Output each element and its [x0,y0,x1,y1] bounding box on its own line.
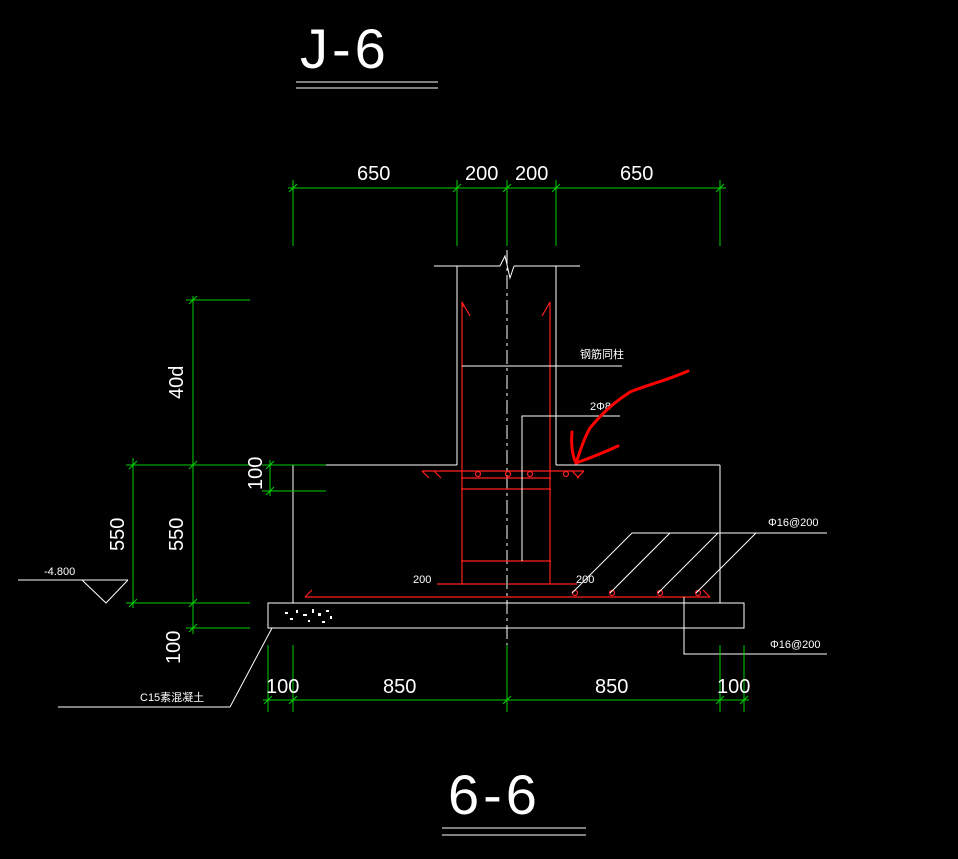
leader-rebar-bottom [683,597,827,655]
top-dim-650-left: 650 [357,163,390,185]
top-dim-200-right: 200 [515,163,548,185]
left-dim-40d: 40d [166,366,188,399]
elevation-marker [18,579,129,604]
note-rebar-top: Φ16@200 [768,517,819,529]
left-dim-100-cap: 100 [245,457,267,490]
top-dim-650-right: 650 [620,163,653,185]
bottom-dim-100-left: 100 [266,676,299,698]
bottom-dim-100-right: 100 [717,676,750,698]
top-dimension-chain [288,180,726,246]
note-column-rebar: 钢筋同柱 [580,347,624,361]
title-underline [296,81,438,89]
note-cushion-material: C15素混凝土 [140,690,204,704]
note-hook-right: 200 [576,574,594,586]
left-dim-550-inner: 550 [166,518,188,551]
leader-cushion [58,627,273,708]
leader-rebar-top [571,532,827,594]
markup-arrow [570,369,690,465]
note-rebar-bottom: Φ16@200 [770,639,821,651]
top-dim-200-left: 200 [465,163,498,185]
bottom-dimension-chain [263,645,749,712]
section-label: 6-6 [448,763,541,826]
bottom-dim-850-right: 850 [595,676,628,698]
foundation-outline [267,254,745,629]
cushion-hatch [285,609,332,623]
left-dimension-lines [126,295,326,634]
drawing-title: J-6 [300,17,390,80]
left-dim-100-cushion: 100 [163,631,185,664]
elevation-value: -4.800 [44,566,75,578]
note-hook-left: 200 [413,574,431,586]
leader-stirrup [521,415,620,561]
column-rebar [437,301,577,585]
stirrup-top [421,470,585,479]
left-dim-550-outer: 550 [107,518,129,551]
bottom-dim-850-left: 850 [383,676,416,698]
section-underline [442,827,586,836]
